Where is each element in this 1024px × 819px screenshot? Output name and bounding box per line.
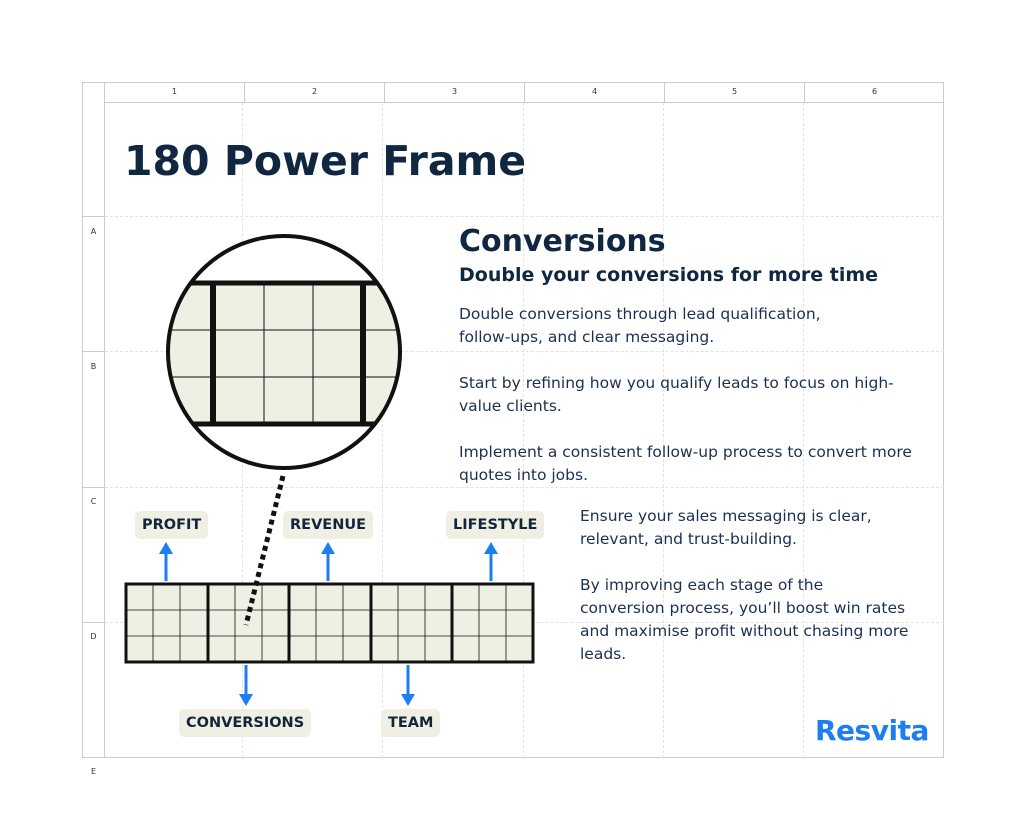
arrows: [159, 542, 498, 706]
grid-guide: [523, 103, 524, 758]
grid-guide: [663, 103, 664, 758]
grid-frame: [82, 82, 944, 758]
resvita-logo: Resvita: [815, 714, 929, 747]
grid-guide: [382, 103, 383, 758]
grid-guide: [105, 487, 944, 488]
section-subtitle: Double your conversions for more time: [459, 264, 879, 286]
frame-strip: [124, 582, 535, 664]
paragraph-5: By improving each stage of the conversio…: [580, 576, 909, 663]
label-revenue: REVENUE: [283, 511, 374, 539]
row-divider: [82, 622, 105, 623]
page-title: 180 Power Frame: [124, 137, 527, 185]
label-lifestyle: LIFESTYLE: [446, 511, 545, 539]
label-conversions: CONVERSIONS: [179, 709, 312, 737]
column-header: 1 2 3 4 5 6: [105, 82, 944, 103]
row-divider: [82, 487, 105, 488]
row-label-b: B: [90, 362, 97, 371]
paragraph-3: Implement a consistent follow-up process…: [459, 443, 912, 484]
column-label-3: 3: [384, 82, 524, 102]
paragraph-1: Double conversions through lead qualific…: [459, 305, 821, 346]
row-label-e: E: [90, 767, 97, 776]
zoom-pointer: [243, 475, 286, 626]
row-divider: [82, 351, 105, 352]
magnifier-lens: [166, 234, 402, 470]
paragraph-2: Start by refining how you qualify leads …: [459, 374, 894, 415]
grid-guide: [803, 103, 804, 758]
row-header: A B C D E: [82, 82, 105, 776]
label-profit: PROFIT: [135, 511, 209, 539]
row-label-a: A: [90, 227, 97, 236]
row-label-c: C: [90, 497, 97, 506]
column-label-5: 5: [664, 82, 804, 102]
column-label-1: 1: [171, 87, 178, 96]
column-label-4: 4: [524, 82, 664, 102]
column-label-2: 2: [244, 82, 384, 102]
paragraph-4: Ensure your sales messaging is clear, re…: [580, 507, 872, 548]
grid-guide: [105, 351, 944, 352]
grid-guide: [105, 216, 944, 217]
row-label-d: D: [90, 632, 97, 641]
column-label-6: 6: [804, 82, 944, 102]
row-divider: [82, 216, 105, 217]
section-title: Conversions: [459, 224, 666, 259]
label-team: TEAM: [381, 709, 441, 737]
